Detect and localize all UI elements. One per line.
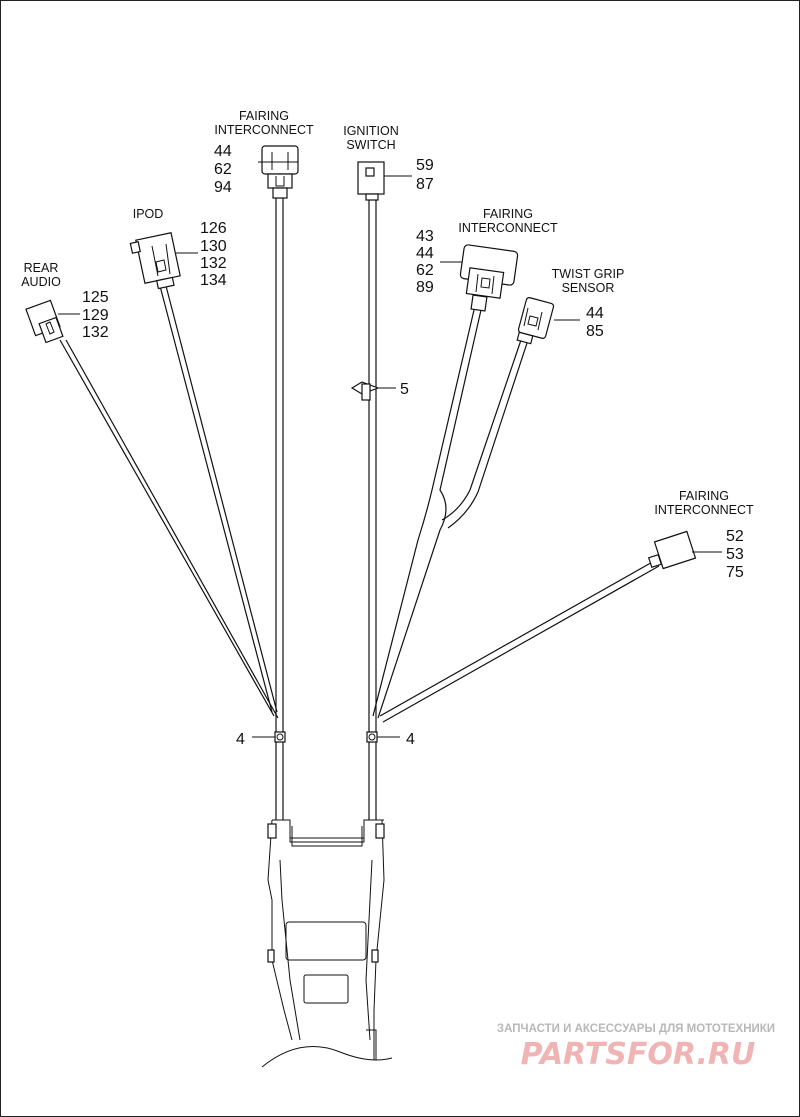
ref-number: 126: [200, 220, 227, 237]
fairing-right-connector: [647, 530, 697, 570]
ref-number: 52: [726, 528, 744, 545]
ref-number: 44: [214, 143, 232, 160]
rear-audio-wire-2: [65, 339, 279, 719]
main-harness-housing: [261, 819, 393, 1068]
label-fairing-top: FAIRING INTERCONNECT: [214, 109, 314, 137]
rear-audio-wire: [59, 339, 275, 717]
ref-number: 85: [586, 323, 604, 340]
ref-number: 129: [82, 307, 109, 324]
label-ignition: IGNITION SWITCH: [343, 124, 399, 152]
label-fairing-top-line2: INTERCONNECT: [214, 123, 314, 137]
ref-number: 89: [416, 279, 434, 296]
harness-clip: [350, 381, 396, 401]
refs-fairing-right: 52 53 75: [726, 528, 744, 581]
watermark-tagline: ЗАПЧАСТИ И АКСЕССУАРЫ ДЛЯ МОТОТЕХНИКИ: [497, 1023, 775, 1035]
label-twist-grip: TWIST GRIP SENSOR: [552, 267, 625, 295]
fairing-mid-wire: [372, 309, 475, 717]
strap-left: [252, 731, 286, 743]
ipod-wire-2: [165, 285, 278, 713]
ref-number: 134: [200, 272, 227, 289]
fairing-right-wire: [379, 559, 657, 717]
watermark-logo: PARTSFOR.RU: [521, 1037, 756, 1072]
ignition-switch-connector: [357, 161, 385, 201]
label-rear-audio: REAR AUDIO: [21, 261, 61, 289]
twist-grip-wire: [441, 339, 522, 521]
ipod-wire: [159, 285, 273, 713]
label-rear-audio-line1: REAR: [24, 261, 59, 275]
fairing-right-wire-2: [382, 565, 660, 723]
twist-grip-connector: [516, 297, 555, 345]
ref-strap-right: 4: [406, 731, 415, 748]
label-fairing-mid: FAIRING INTERCONNECT: [458, 207, 558, 235]
refs-ignition: 59 87: [416, 157, 434, 193]
label-ignition-line1: IGNITION: [343, 124, 399, 138]
ref-number: 132: [82, 324, 109, 341]
ref-number: 62: [416, 262, 434, 279]
refs-fairing-mid: 43 44 62 89: [416, 228, 434, 296]
ref-number: 62: [214, 161, 232, 178]
fairing-mid-connector: [459, 244, 519, 312]
ref-strap-left: 4: [236, 731, 245, 748]
ref-number: 44: [586, 305, 604, 322]
label-fairing-top-line1: FAIRING: [239, 109, 289, 123]
refs-twist-grip: 44 85: [586, 305, 604, 340]
label-fairing-mid-line2: INTERCONNECT: [458, 221, 558, 235]
ref-number: 75: [726, 564, 744, 581]
ref-number: 53: [726, 546, 744, 563]
fairing-mid-wire-2: [377, 309, 482, 719]
refs-fairing-top: 44 62 94: [214, 143, 232, 196]
ref-number: 132: [200, 255, 227, 272]
ref-number: 44: [416, 245, 434, 262]
ref-number: 125: [82, 289, 109, 306]
label-fairing-right-line2: INTERCONNECT: [654, 503, 754, 517]
ref-number: 94: [214, 179, 232, 196]
rear-audio-connector: [25, 299, 64, 344]
refs-ipod: 126 130 132 134: [200, 220, 227, 289]
label-twist-grip-line1: TWIST GRIP: [552, 267, 625, 281]
ipod-connector: [129, 232, 181, 290]
ref-number: 43: [416, 228, 434, 245]
ref-number: 130: [200, 238, 227, 255]
label-fairing-mid-line1: FAIRING: [483, 207, 533, 221]
fairing-top-connector: [261, 145, 299, 199]
label-twist-grip-line2: SENSOR: [562, 281, 615, 295]
twist-grip-wire-2: [447, 339, 529, 529]
ref-clip: 5: [400, 381, 409, 398]
ref-number: 59: [416, 157, 434, 174]
ref-number: 87: [416, 176, 434, 193]
label-ignition-line2: SWITCH: [346, 138, 395, 152]
label-ipod: IPOD: [133, 207, 164, 221]
label-fairing-right-line1: FAIRING: [679, 489, 729, 503]
refs-rear-audio: 125 129 132: [82, 289, 109, 341]
label-rear-audio-line2: AUDIO: [21, 275, 61, 289]
strap-right: [366, 731, 400, 743]
label-fairing-right: FAIRING INTERCONNECT: [654, 489, 754, 517]
